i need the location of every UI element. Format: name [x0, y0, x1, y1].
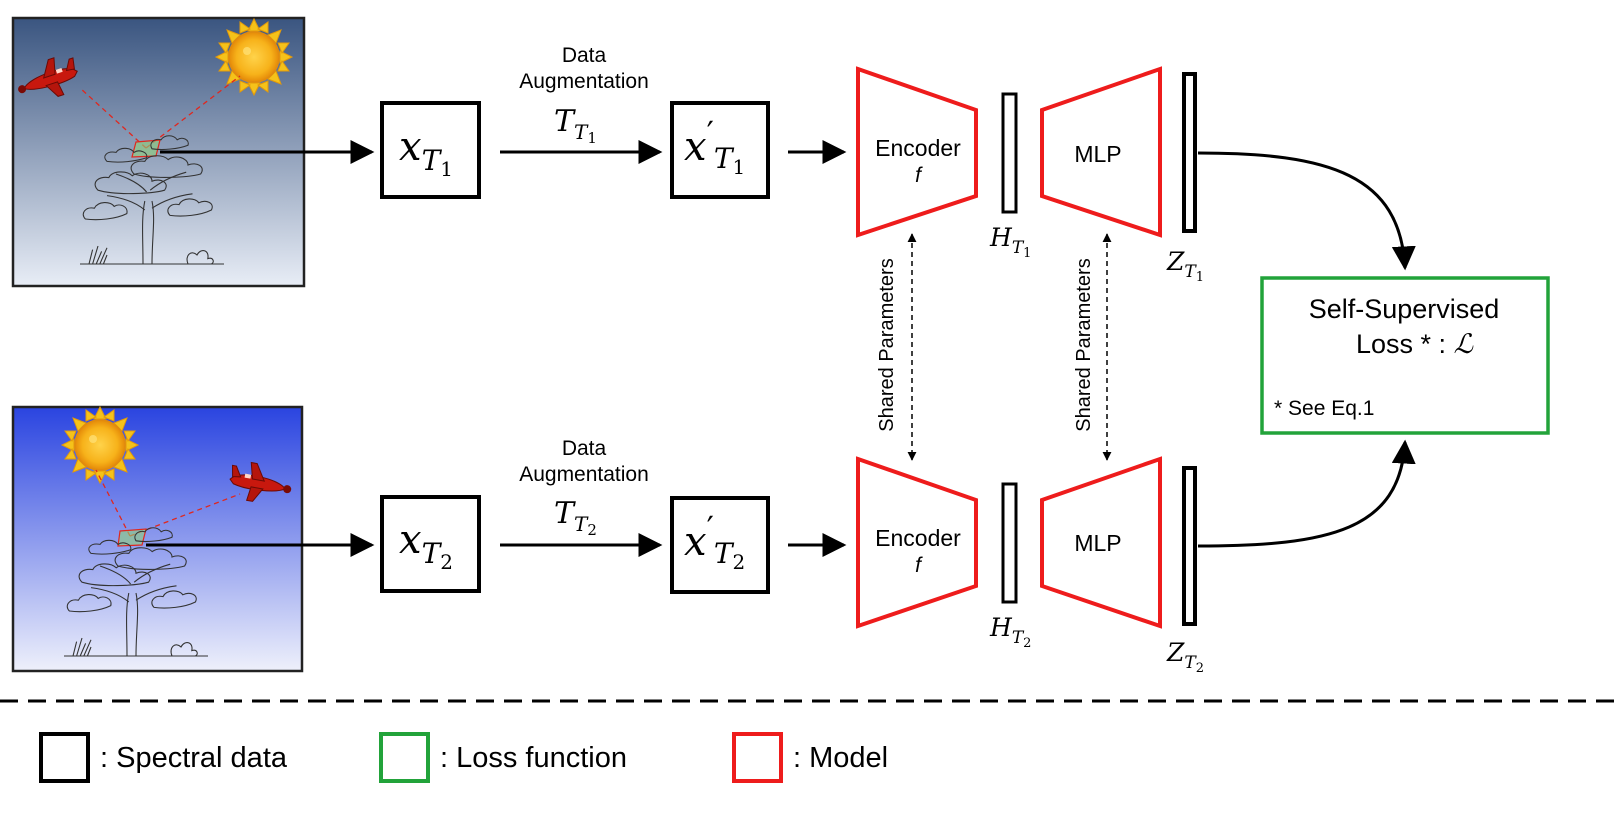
input-box-top — [380, 101, 481, 199]
augmentation-label-bottom-1: Data — [562, 437, 607, 460]
encoder-bottom — [856, 456, 978, 629]
mlp-bottom — [1040, 456, 1162, 629]
encoder-top — [856, 66, 978, 238]
projection-label-bottom: ZT2 — [1166, 638, 1204, 676]
legend-label-spectral: : Spectral data — [100, 742, 288, 774]
augmented-box-top — [670, 101, 770, 199]
shared-encoder-label: Shared Parameters — [876, 258, 898, 431]
loss-title: Self-Supervised — [1309, 294, 1500, 324]
ray-lines — [79, 75, 241, 149]
sun-icon — [61, 406, 139, 484]
legend-swatch-loss — [379, 732, 430, 783]
augmentation-label-top-2: Augmentation — [519, 70, 649, 93]
augmentation-label-top-1: Data — [562, 44, 607, 67]
loss-subtitle: Loss * : ℒ — [1356, 329, 1474, 360]
mlp-label-bottom: MLP — [1074, 530, 1121, 556]
hidden-bar-bottom — [1001, 482, 1018, 604]
legend-swatch-model — [732, 732, 783, 783]
input-label-bottom: xT2 — [399, 517, 453, 574]
sun-icon — [215, 18, 293, 96]
encoder-label-bottom: Encoder — [875, 525, 961, 551]
hidden-bar-top — [1001, 92, 1018, 214]
legend-label-loss: : Loss function — [440, 742, 627, 774]
loss-footnote: * See Eq.1 — [1274, 397, 1374, 420]
shared-mlp-label: Shared Parameters — [1073, 258, 1095, 431]
projection-label-top: ZT1 — [1166, 247, 1204, 285]
mlp-top — [1040, 66, 1162, 238]
legend-label-model: : Model — [793, 742, 888, 774]
legend: : Spectral data : Loss function : Model — [39, 732, 888, 783]
hidden-label-top: HT1 — [989, 223, 1031, 261]
loss-box — [1260, 276, 1550, 435]
projection-bar-top — [1182, 72, 1197, 233]
mlp-label-top: MLP — [1074, 141, 1121, 167]
transform-label-bottom: TT2 — [554, 496, 597, 539]
augmented-label-bottom: x′T2 — [684, 509, 745, 574]
augmentation-label-bottom-2: Augmentation — [519, 463, 649, 486]
bottom-scene-image — [11, 405, 304, 673]
encoder-fn-top: f — [915, 164, 923, 187]
arrow-top-to-loss — [1197, 151, 1416, 271]
input-label-top: xT1 — [399, 124, 453, 181]
projection-bar-bottom — [1182, 466, 1197, 626]
hidden-label-bottom: HT2 — [989, 613, 1031, 651]
transform-label-top: TT1 — [554, 104, 597, 147]
augmented-label-top: x′T1 — [684, 114, 745, 179]
encoder-fn-bottom: f — [915, 554, 923, 577]
legend-swatch-spectral — [39, 732, 90, 783]
augmented-box-bottom — [670, 496, 770, 594]
input-box-bottom — [380, 495, 481, 593]
arrow-bottom-to-loss — [1197, 439, 1416, 548]
encoder-label-top: Encoder — [875, 135, 961, 161]
